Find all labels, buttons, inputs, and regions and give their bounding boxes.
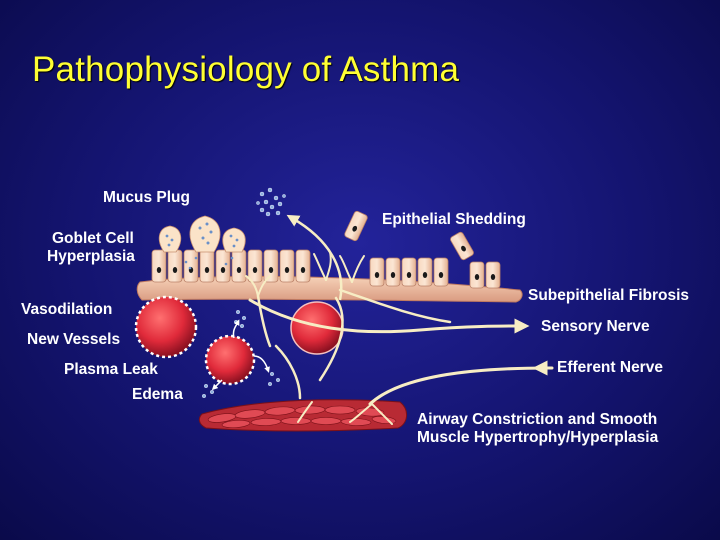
label-epithelial-shedding: Epithelial Shedding: [382, 211, 526, 228]
goblet-cells: [158, 215, 246, 270]
slide-title: Pathophysiology of Asthma: [32, 50, 460, 89]
label-vasodilation: Vasodilation: [21, 301, 113, 318]
mucus-plug: [256, 187, 286, 217]
shed-epithelial-cells: [344, 210, 474, 261]
label-mucus-plug: Mucus Plug: [103, 189, 190, 206]
label-muscle-hypertrophy: Muscle Hypertrophy/Hyperplasia: [417, 429, 659, 446]
epithelium-cells: [151, 249, 501, 289]
leak-arrows: [211, 319, 270, 391]
label-goblet-hyperplasia: Hyperplasia: [47, 248, 135, 265]
label-edema: Edema: [132, 386, 183, 403]
mucus-arrow: [286, 214, 343, 301]
label-goblet-cell: Goblet Cell: [52, 230, 134, 247]
label-plasma-leak: Plasma Leak: [64, 361, 158, 378]
label-airway-constriction: Airway Constriction and Smooth: [417, 411, 658, 428]
label-efferent-nerve: Efferent Nerve: [557, 359, 663, 376]
blood-vessels: [134, 295, 344, 386]
nerve-fibers: [245, 251, 554, 425]
label-new-vessels: New Vessels: [27, 331, 121, 348]
label-subepithelial-fibrosis: Subepithelial Fibrosis: [528, 287, 690, 304]
label-sensory-nerve: Sensory Nerve: [541, 318, 650, 335]
